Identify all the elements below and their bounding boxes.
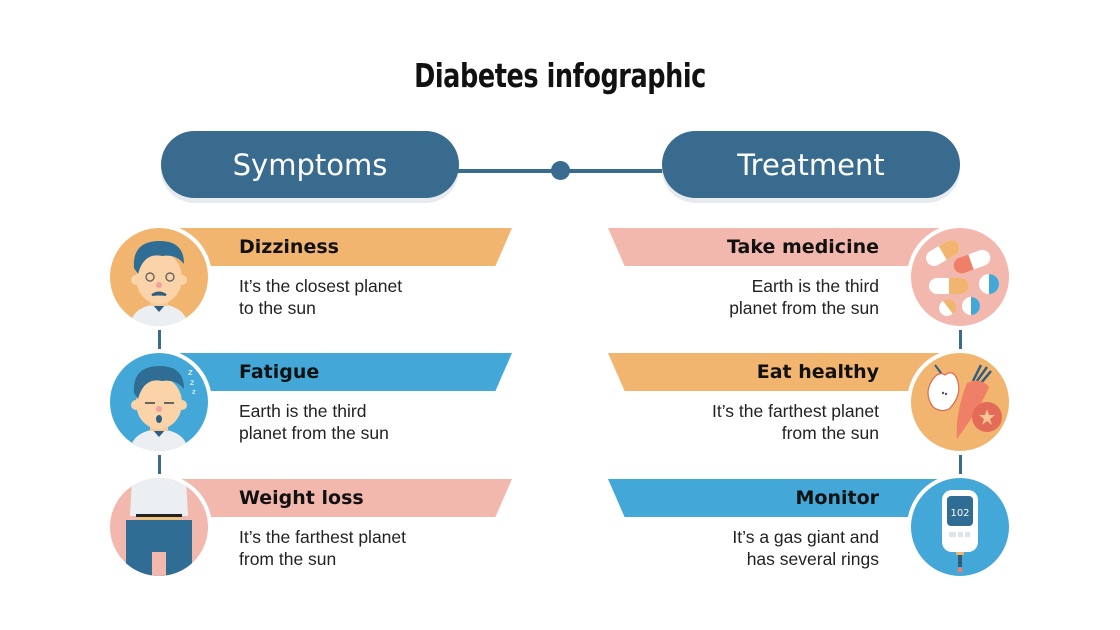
fatigue-heading: Fatigue [239, 361, 320, 383]
svg-text:z: z [190, 378, 194, 387]
right-connector-2 [959, 454, 962, 474]
monitor-description: It’s a gas giant and has several rings [732, 527, 879, 569]
weight-loss-heading: Weight loss [239, 487, 364, 509]
left-connector-2 [158, 454, 161, 474]
eat-healthy-heading: Eat healthy [756, 361, 879, 383]
dizziness-heading: Dizziness [239, 236, 339, 258]
glucose-meter-icon: 102 [907, 474, 1013, 580]
connector-dot [551, 161, 570, 180]
svg-text:z: z [192, 388, 196, 396]
dizziness-description: It’s the closest planet to the sun [239, 276, 403, 318]
dizziness-band [180, 228, 512, 266]
fatigue-description: Earth is the third planet from the sun [239, 401, 389, 443]
fruit-vegetable-icon [907, 349, 1013, 455]
monitor-band [608, 479, 940, 517]
sleepy-man-icon: z z z [106, 349, 212, 455]
weight-loss-description: It’s the farthest planet from the sun [239, 527, 407, 569]
loose-pants-icon [106, 474, 212, 580]
symptoms-header: Symptoms [161, 131, 459, 198]
fatigue-band [180, 353, 512, 391]
meter-reading: 102 [950, 508, 969, 519]
dizzy-man-icon [106, 224, 212, 330]
page-title: Diabetes infographic [414, 56, 706, 95]
treatment-header: Treatment [662, 131, 960, 198]
eat-healthy-band [608, 353, 940, 391]
left-connector-1 [158, 329, 161, 349]
monitor-heading: Monitor [795, 487, 879, 509]
svg-text:z: z [188, 368, 193, 378]
weight-loss-band [180, 479, 512, 517]
take-medicine-heading: Take medicine [727, 236, 879, 258]
pills-icon [907, 224, 1013, 330]
right-connector-1 [959, 329, 962, 349]
take-medicine-description: Earth is the third planet from the sun [729, 276, 879, 318]
eat-healthy-description: It’s the farthest planet from the sun [711, 401, 879, 443]
take-medicine-band [608, 228, 940, 266]
